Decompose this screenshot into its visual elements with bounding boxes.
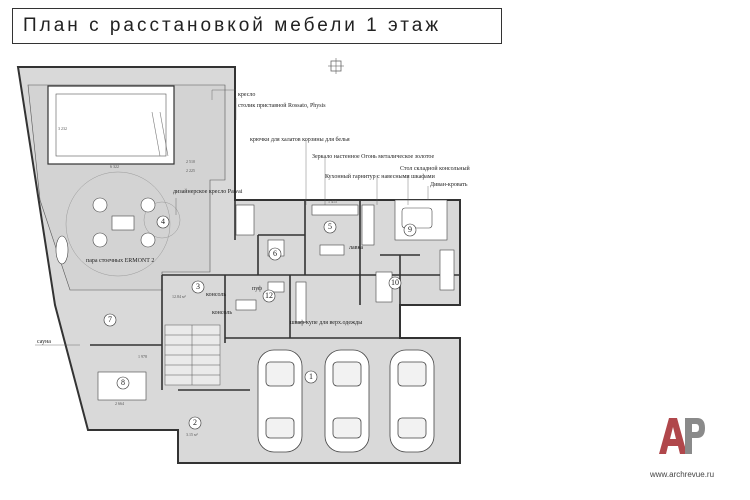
dimension-label: 2 225 bbox=[186, 168, 195, 173]
label-sofa-bed: Диван-кровать bbox=[430, 182, 468, 188]
leader-lines bbox=[35, 89, 429, 346]
label-table-support: столик приставной Rossato, Physis bbox=[238, 102, 326, 109]
furniture bbox=[97, 199, 455, 401]
room-number: 6 bbox=[273, 249, 277, 258]
dimension-label: 12.84 м² bbox=[172, 294, 187, 299]
label-mirror: Зеркало настенное Огонь металическое зол… bbox=[312, 154, 434, 160]
label-kitchen-set: Кухонный гарнитур с навесными шкафами bbox=[325, 173, 436, 180]
label-pouf: пуф bbox=[252, 285, 262, 292]
dimension-label: 1 978 bbox=[138, 354, 147, 359]
room-markers: 4 5 6 9 10 3 12 7 8 2 1 bbox=[103, 215, 417, 430]
label-armchair: кресло bbox=[238, 92, 255, 98]
staircase bbox=[164, 324, 221, 386]
room-number: 4 bbox=[161, 217, 165, 226]
dimension-label: 2 664 bbox=[115, 401, 124, 406]
room-number: 7 bbox=[108, 315, 112, 324]
room-number: 10 bbox=[391, 278, 399, 287]
compass-icon bbox=[328, 58, 344, 74]
room-number: 2 bbox=[193, 418, 197, 427]
page-title: План с расстановкой мебели 1 этаж bbox=[23, 15, 442, 36]
room-number: 12 bbox=[265, 291, 273, 300]
label-wardrobe: шкаф-купе для верх.одежды bbox=[290, 319, 362, 326]
round-lounge bbox=[55, 171, 181, 277]
label-bench: лавка bbox=[349, 245, 363, 251]
label-designer-chair: дизайнерское кресло Pawai bbox=[173, 188, 243, 195]
room-number: 1 bbox=[309, 372, 313, 381]
label-console: консоль bbox=[206, 292, 226, 298]
garage-cars bbox=[257, 349, 435, 453]
label-hooks: крючки для халатов корзины для белья bbox=[250, 136, 350, 143]
dimension-label: 2 510 bbox=[186, 159, 195, 164]
interior-walls bbox=[90, 200, 460, 391]
label-pair-columns: пара стоечных ERMONT 2 bbox=[86, 258, 154, 264]
dimension-label: 1 415 bbox=[328, 199, 337, 204]
label-sauna: сауна bbox=[37, 339, 51, 345]
dimension-label: 6 322 bbox=[110, 164, 119, 169]
room-number: 3 bbox=[196, 282, 200, 291]
room-number: 9 bbox=[408, 225, 412, 234]
pool bbox=[47, 85, 175, 165]
dimension-label: 3 232 bbox=[58, 126, 67, 131]
ap-logo bbox=[659, 418, 705, 454]
label-folding-table: Стол складной консольный bbox=[400, 165, 470, 172]
label-console-2: консоль bbox=[212, 310, 232, 316]
footer-url[interactable]: www.archrevue.ru bbox=[650, 470, 715, 479]
dimensions: 2 510 2 225 6 322 3 232 1 415 12.84 м² 3… bbox=[58, 126, 337, 437]
title-box: План с расстановкой мебели 1 этаж bbox=[12, 8, 502, 44]
annotations: кресло столик приставной Rossato, Physis… bbox=[37, 92, 470, 345]
room-number: 8 bbox=[121, 378, 125, 387]
dimension-label: 3.15 м² bbox=[186, 432, 199, 437]
room-number: 5 bbox=[328, 222, 332, 231]
